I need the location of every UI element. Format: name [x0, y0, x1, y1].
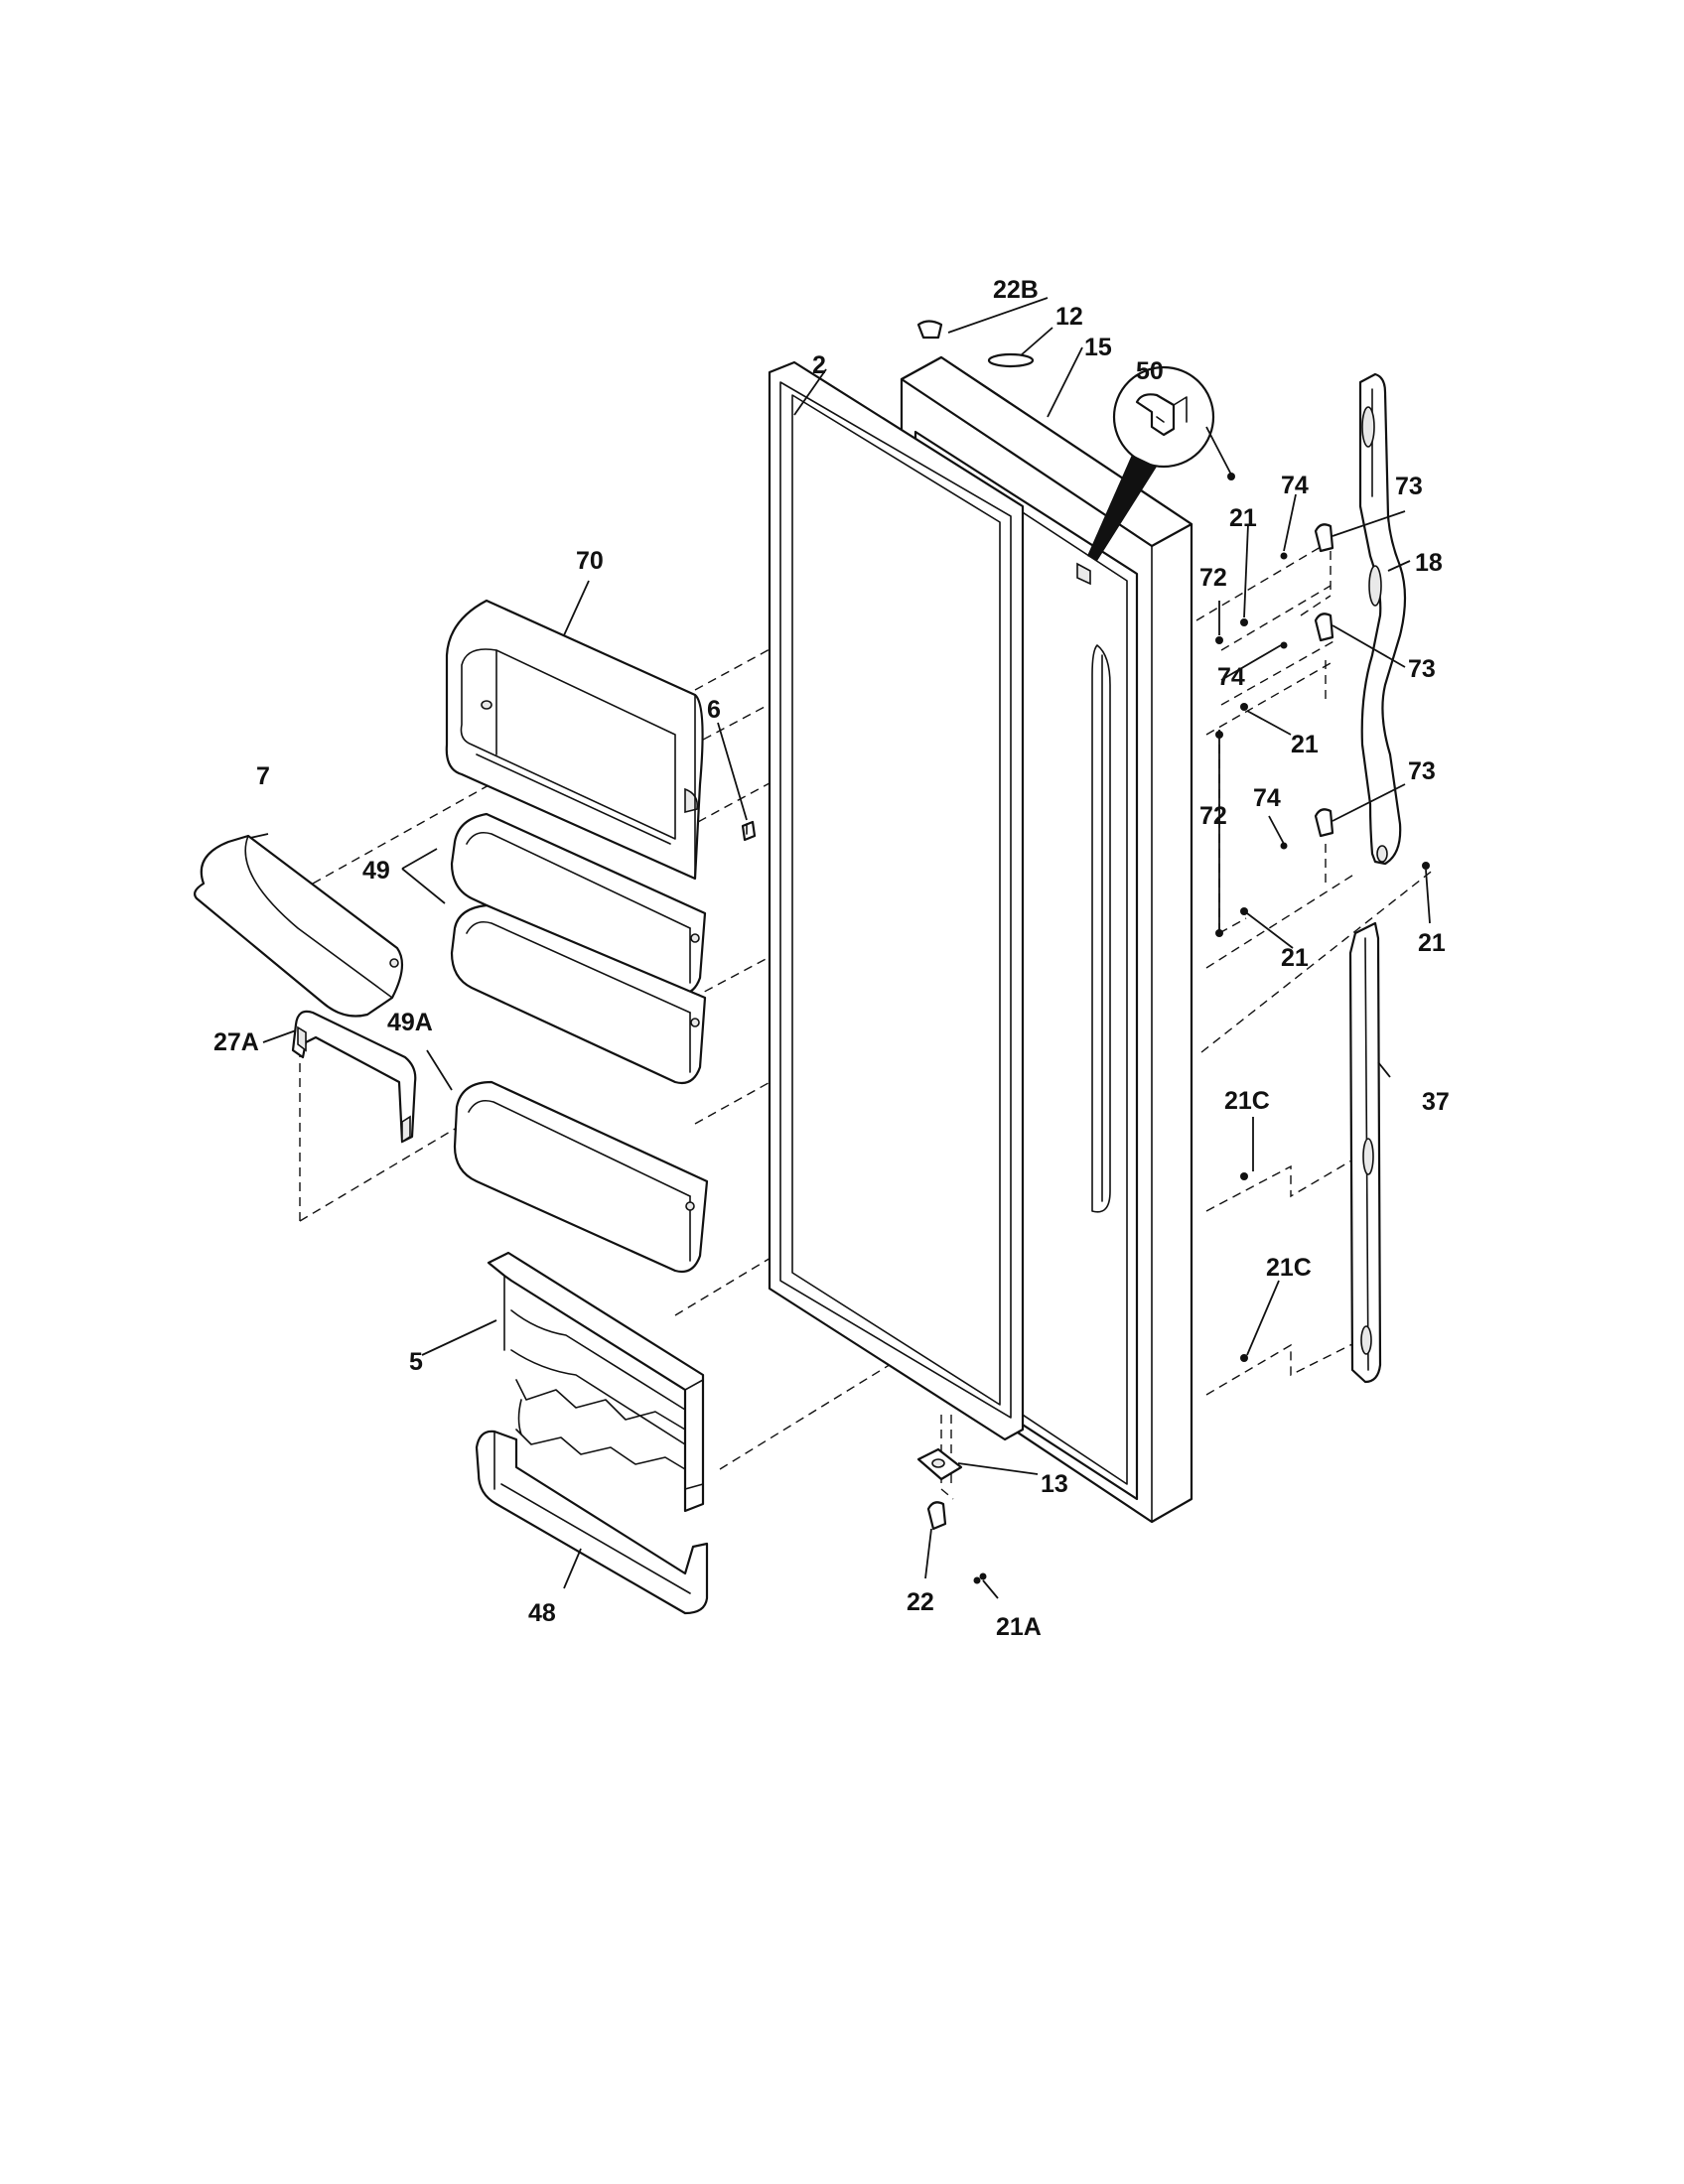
- label-7: 7: [256, 762, 270, 790]
- label-73-low: 73: [1408, 757, 1436, 785]
- label-74-top: 74: [1281, 472, 1309, 499]
- label-70: 70: [576, 547, 604, 575]
- bottom-shelf: [475, 1430, 709, 1615]
- clip-part: [741, 820, 757, 842]
- label-6: 6: [707, 696, 721, 724]
- label-21-mid: 21: [1291, 731, 1319, 758]
- label-27A: 27A: [213, 1028, 259, 1056]
- label-21-right: 21: [1418, 929, 1446, 957]
- label-74-mid: 74: [1217, 663, 1245, 691]
- label-72-top: 72: [1199, 564, 1227, 592]
- label-50: 50: [1136, 357, 1164, 385]
- label-21-top: 21: [1229, 504, 1257, 532]
- label-73-top: 73: [1395, 473, 1423, 500]
- label-5: 5: [409, 1348, 423, 1376]
- label-37: 37: [1422, 1088, 1450, 1116]
- hinge-parts: [916, 1447, 987, 1584]
- label-21A: 21A: [996, 1613, 1042, 1641]
- upper-handle: [1358, 372, 1407, 866]
- door-bin-middle: [450, 903, 707, 1085]
- label-74-low: 74: [1253, 784, 1281, 812]
- label-13: 13: [1041, 1470, 1068, 1498]
- label-22: 22: [907, 1588, 934, 1616]
- dairy-compartment: [445, 599, 704, 881]
- callout-detail-50: [1087, 365, 1232, 561]
- label-49A: 49A: [387, 1009, 433, 1036]
- label-18: 18: [1415, 549, 1443, 577]
- label-48: 48: [528, 1599, 556, 1627]
- label-21-low: 21: [1281, 944, 1309, 972]
- door-gasket: [768, 360, 1025, 1441]
- label-21C-lower: 21C: [1266, 1254, 1312, 1282]
- label-22B: 22B: [993, 276, 1039, 304]
- callout-labels: 22B 12 15 2 50 70 74 73 18 21 72 6 74 73…: [213, 276, 1450, 1641]
- top-cap-and-plug: [916, 320, 1035, 368]
- handle-clips: [1314, 523, 1334, 838]
- label-73-mid: 73: [1408, 655, 1436, 683]
- label-2: 2: [812, 351, 826, 379]
- label-49: 49: [362, 857, 390, 885]
- handle-cover: [1348, 921, 1382, 1384]
- small-handle: [291, 1010, 417, 1144]
- label-12: 12: [1055, 303, 1083, 331]
- label-21C-upper: 21C: [1224, 1087, 1270, 1115]
- label-72-mid: 72: [1199, 802, 1227, 830]
- leader-lines: [249, 297, 1431, 1599]
- label-15: 15: [1084, 334, 1112, 361]
- bottle-rack: [487, 1251, 705, 1513]
- screws: [1215, 473, 1430, 1362]
- door-bin-lower: [453, 1080, 709, 1274]
- dairy-door: [194, 834, 404, 1018]
